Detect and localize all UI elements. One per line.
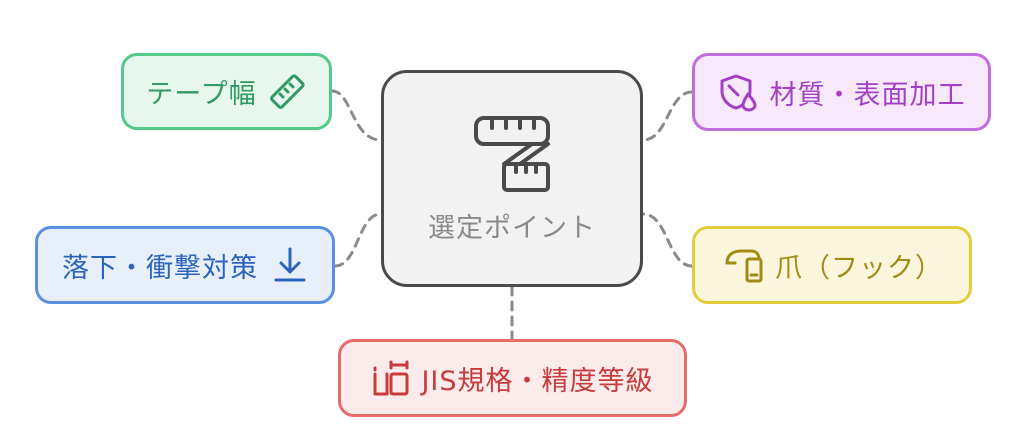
measure-gauge-icon: [371, 358, 411, 398]
material-label: 材質・表面加工: [769, 79, 966, 111]
node-material[interactable]: 材質・表面加工: [692, 53, 991, 131]
drop-label: 落下・衝撃対策: [62, 252, 258, 284]
connector-material: [641, 90, 694, 142]
connector-hook: [641, 212, 694, 268]
node-drop[interactable]: 落下・衝撃対策: [35, 226, 335, 304]
node-hook[interactable]: 爪（フック）: [692, 226, 972, 304]
center-label: 選定ポイント: [428, 213, 596, 244]
tape-width-label: テープ幅: [146, 79, 257, 110]
node-jis[interactable]: JIS規格・精度等級: [338, 339, 687, 417]
connector-tape-width: [330, 89, 383, 142]
hook-icon: [721, 245, 765, 285]
center-node[interactable]: 選定ポイント: [381, 70, 643, 287]
hook-label: 爪（フック）: [775, 252, 943, 284]
tape-measure-icon: [470, 112, 554, 196]
shield-drop-icon: [718, 72, 758, 112]
node-tape-width[interactable]: テープ幅: [121, 53, 332, 130]
download-arrow-icon: [272, 245, 308, 285]
ruler-icon: [267, 72, 307, 112]
connector-drop: [333, 212, 383, 268]
jis-label: JIS規格・精度等級: [421, 365, 654, 397]
